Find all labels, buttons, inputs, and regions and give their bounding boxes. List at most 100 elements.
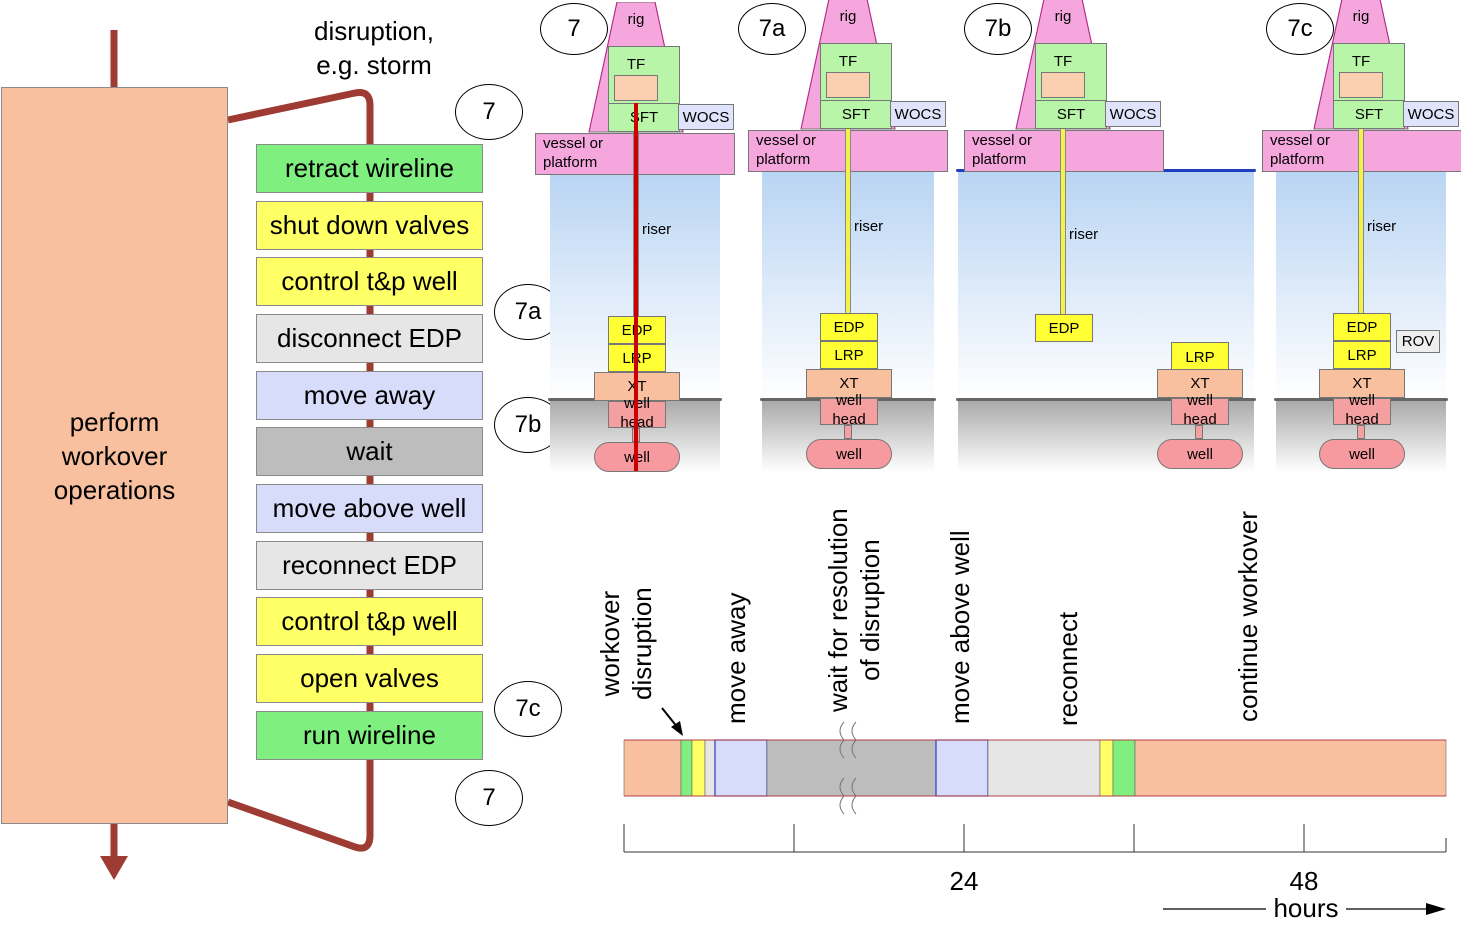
rig-label: rig [1352, 8, 1370, 25]
xt-box: XT [806, 369, 892, 398]
tf-label: TF [838, 53, 858, 70]
well-stem [1195, 425, 1203, 439]
xt-box: XT [1157, 369, 1243, 398]
step-10: open valves [256, 654, 483, 703]
timeline-segment-1 [623, 739, 682, 797]
wocs-box: WOCS [1105, 101, 1161, 127]
timeline-segment-10 [1112, 739, 1136, 797]
wellhead-label: well head [1345, 392, 1379, 428]
step-label: control t&p well [281, 266, 458, 296]
disruption-label: disruption, e.g. storm [314, 16, 434, 80]
tf-label: TF [1351, 53, 1371, 70]
sft-box: SFT [1333, 100, 1405, 129]
riser-pipe [1060, 129, 1066, 316]
edp-box: EDP [820, 313, 878, 341]
step-label: move above well [272, 493, 467, 523]
tf-inner-box [1041, 72, 1085, 98]
tf-label: TF [1053, 53, 1073, 70]
step-label: run wireline [303, 720, 436, 750]
timeline-segment-11 [1134, 739, 1447, 797]
tick-24: 24 [949, 866, 979, 896]
lrp-box: LRP [1333, 341, 1391, 369]
timeline-segment-3 [691, 739, 706, 797]
riser-pipe [1358, 129, 1364, 313]
tf-inner-box [1339, 72, 1383, 98]
wellhead-label: well head [1183, 392, 1217, 428]
scene-marker-1: 7a [738, 3, 806, 55]
well-stem [1357, 425, 1365, 439]
step-11: run wireline [256, 711, 483, 760]
well-stem [844, 425, 852, 439]
wellhead-box [820, 398, 878, 425]
well-box: well [1157, 439, 1243, 469]
wellhead-box [1333, 398, 1391, 425]
riser-label: riser [1367, 218, 1397, 235]
wellhead-box [1171, 398, 1229, 425]
wellhead-label: well head [832, 392, 866, 428]
vessel-label: vessel or platform [543, 135, 604, 171]
riser-pipe [845, 129, 851, 313]
step-label: wait [346, 436, 393, 466]
riser-label: riser [1069, 226, 1099, 243]
step-label: retract wireline [284, 153, 455, 183]
xt-box: XT [1319, 369, 1405, 398]
timeline-segment-4 [704, 739, 716, 797]
timeline-segment-2 [680, 739, 693, 797]
state-marker-4: 7c [494, 681, 562, 737]
step-label: disconnect EDP [277, 323, 462, 353]
state-marker-1: 7 [455, 84, 523, 140]
timeline-segment-5 [714, 739, 768, 797]
lrp-box: LRP [1171, 342, 1229, 372]
timeline-segment-7 [935, 739, 989, 797]
tf-inner-box [614, 75, 658, 101]
step-label: open valves [300, 663, 439, 693]
step-label: control t&p well [281, 606, 458, 636]
vessel-label: vessel or platform [972, 132, 1033, 168]
wocs-box: WOCS [890, 101, 946, 127]
wocs-box: WOCS [678, 104, 734, 130]
timeline-segment-8 [987, 739, 1101, 797]
sft-box: SFT [1035, 100, 1107, 129]
step-1: retract wireline [256, 144, 483, 193]
scene-marker-3: 7c [1266, 3, 1334, 55]
riser-label: riser [854, 218, 884, 235]
step-6: wait [256, 427, 483, 476]
well-box: well [1319, 439, 1405, 469]
well-box: well [806, 439, 892, 469]
tf-inner-box [826, 72, 870, 98]
sft-box: SFT [820, 100, 892, 129]
step-label: move away [303, 380, 436, 410]
step-8: reconnect EDP [256, 541, 483, 590]
rov-box: ROV [1396, 330, 1440, 353]
step-label: shut down valves [269, 210, 470, 240]
rig-label: rig [839, 8, 857, 25]
step-7: move above well [256, 484, 483, 533]
step-4: disconnect EDP [256, 314, 483, 363]
scene-marker-0: 7 [540, 3, 608, 55]
step-5: move away [256, 371, 483, 420]
step-label: reconnect EDP [282, 550, 457, 580]
state-marker-5: 7 [455, 770, 523, 826]
vessel-label: vessel or platform [756, 132, 817, 168]
scene-marker-2: 7b [964, 3, 1032, 55]
tf-label: TF [626, 56, 646, 73]
sft-box: SFT [608, 103, 680, 132]
step-3: control t&p well [256, 257, 483, 306]
vessel-label: vessel or platform [1270, 132, 1331, 168]
riser-label: riser [642, 221, 672, 238]
timeline-segment-9 [1099, 739, 1114, 797]
hours-label: hours [1266, 893, 1346, 924]
tick-48: 48 [1289, 866, 1319, 896]
perform-workover-label: perform workover operations [53, 406, 176, 505]
edp-box: EDP [1035, 314, 1093, 342]
step-2: shut down valves [256, 201, 483, 250]
lrp-box: LRP [820, 341, 878, 369]
edp-box: EDP [1333, 313, 1391, 341]
step-9: control t&p well [256, 597, 483, 646]
rig-label: rig [1054, 8, 1072, 25]
seabed-line [956, 398, 1256, 401]
wocs-box: WOCS [1403, 101, 1459, 127]
perform-workover-box: perform workover operations [1, 87, 228, 824]
wireline [634, 103, 638, 471]
